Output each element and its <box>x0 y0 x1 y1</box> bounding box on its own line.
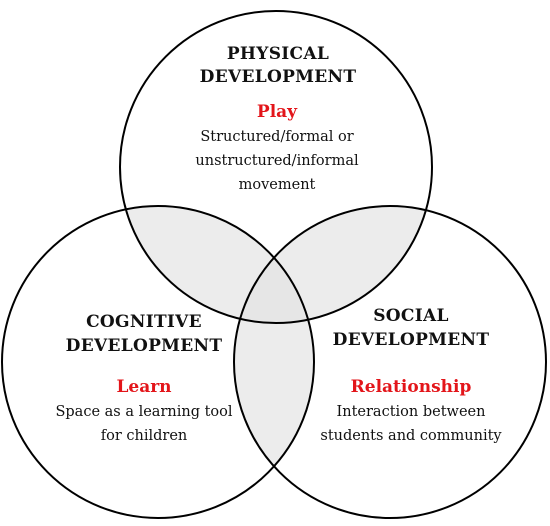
cognitive-desc-line2: for children <box>101 428 188 444</box>
cognitive-development-circle <box>1 205 315 519</box>
social-desc-line2: students and community <box>320 428 502 444</box>
cognitive-keyword: Learn <box>116 377 171 397</box>
physical-desc-line1: Structured/formal or <box>200 129 353 145</box>
cognitive-heading-line2: DEVELOPMENT <box>66 336 223 356</box>
social-heading-line1: SOCIAL <box>373 306 449 326</box>
physical-development-group: PHYSICAL DEVELOPMENT Play Structured/for… <box>195 44 359 193</box>
physical-desc-line3: movement <box>239 177 316 193</box>
physical-keyword: Play <box>257 102 298 122</box>
overlap-top-left <box>120 206 314 323</box>
cognitive-heading-line1: COGNITIVE <box>86 312 202 332</box>
physical-heading-line1: PHYSICAL <box>227 44 329 64</box>
overlap-top-right <box>234 206 432 323</box>
social-development-group: SOCIAL DEVELOPMENT Relationship Interact… <box>320 306 502 444</box>
social-desc-line1: Interaction between <box>337 404 486 420</box>
social-development-circle <box>233 205 547 519</box>
physical-development-circle <box>119 10 433 324</box>
physical-heading-line2: DEVELOPMENT <box>200 67 357 87</box>
social-keyword: Relationship <box>351 377 472 397</box>
overlap-shading <box>120 206 432 518</box>
cognitive-desc-line1: Space as a learning tool <box>55 404 232 420</box>
physical-desc-line2: unstructured/informal <box>195 153 359 169</box>
cognitive-development-group: COGNITIVE DEVELOPMENT Learn Space as a l… <box>55 312 232 444</box>
social-heading-line2: DEVELOPMENT <box>333 330 490 350</box>
